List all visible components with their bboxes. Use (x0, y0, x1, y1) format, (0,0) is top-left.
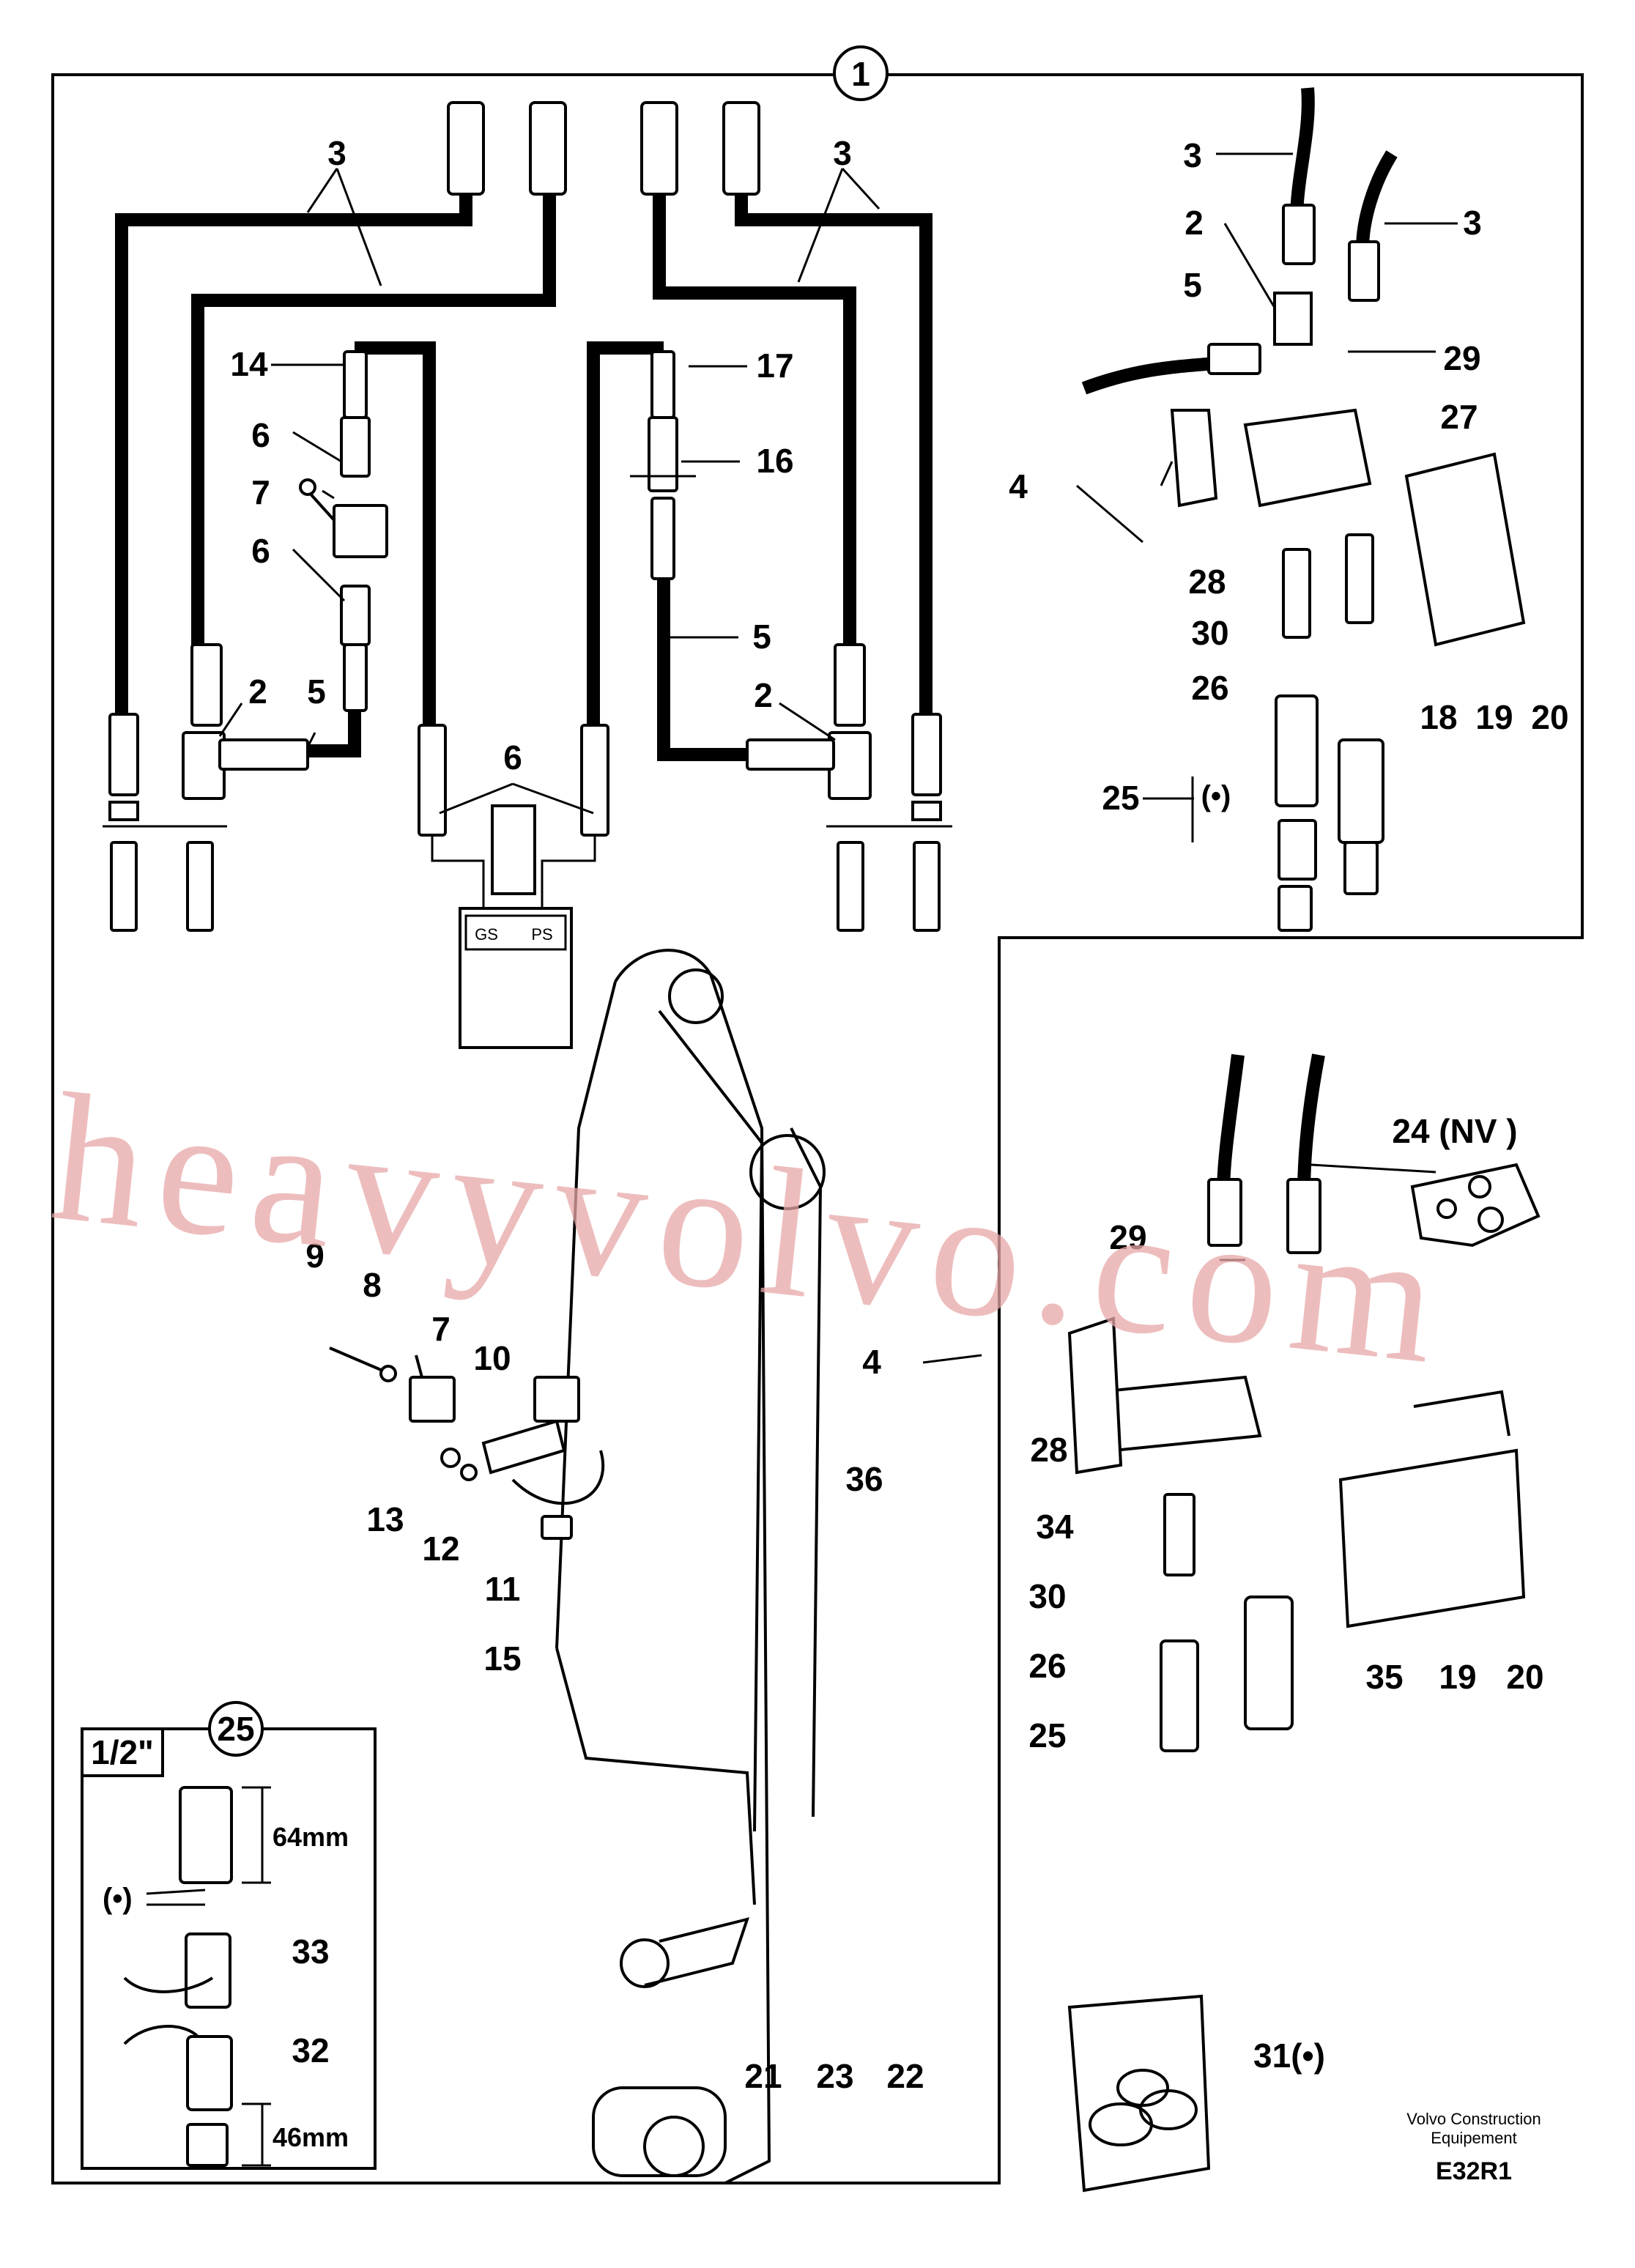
inset-dim-bottom: 46mm (272, 2122, 349, 2152)
callout-30: 30 (1191, 614, 1228, 652)
callout-16: 16 (756, 442, 793, 480)
callout-17: 17 (756, 346, 793, 385)
callout-11: 11 (485, 1570, 521, 1608)
callout-18: 18 (1420, 698, 1457, 736)
callout-6: 6 (251, 416, 270, 454)
callout-14: 14 (230, 345, 268, 383)
inset-dot-label: (•) (103, 1883, 133, 1915)
coupler-size-inset: 1/2" 25 64mm (•) 46mm (81, 1701, 377, 2170)
credit-line-1: Volvo Construction (1406, 2110, 1541, 2128)
callout-2: 2 (1184, 204, 1204, 242)
callout-9: 9 (305, 1237, 325, 1275)
callout-35: 35 (1365, 1658, 1403, 1696)
callout-15: 15 (483, 1639, 521, 1678)
callout-10: 10 (473, 1339, 511, 1377)
gs-port-label: GS (475, 925, 498, 944)
callout-28: 28 (1188, 563, 1226, 601)
central-valve-block: GS PS (418, 724, 609, 1049)
callout-29: 29 (1109, 1218, 1146, 1256)
callout-19: 19 (1475, 698, 1513, 736)
callout-19: 19 (1439, 1658, 1476, 1696)
callout-33: 33 (292, 1932, 329, 1971)
upper-right-coupler-mount (1081, 87, 1526, 932)
callout-25: 25 (1028, 1716, 1066, 1754)
shut-off-valve (333, 504, 388, 558)
callout-26: 26 (1191, 669, 1228, 707)
watermark-text: heavyvolvo.com (44, 1056, 1458, 1404)
callout-2: 2 (754, 676, 773, 714)
main-reference-circle: 1 (833, 45, 889, 101)
lower-right-coupler-mount (1067, 1053, 1541, 1752)
callout-5: 5 (307, 672, 326, 711)
left-hose-assembly (103, 101, 567, 932)
callout-21: 21 (744, 2057, 782, 2095)
seal-kit-bag (1067, 1994, 1211, 2193)
callout-8: 8 (363, 1266, 382, 1304)
callout-24: 24 (NV ) (1392, 1112, 1517, 1150)
callout-23: 23 (816, 2057, 853, 2095)
publisher-credit: Volvo Construction Equipement E32R1 (1406, 2110, 1541, 2185)
callout-dot: (•) (1201, 780, 1231, 812)
callout-27: 27 (1440, 398, 1478, 436)
callout-22: 22 (886, 2057, 924, 2095)
callout-6: 6 (503, 738, 522, 777)
callout-28: 28 (1030, 1431, 1067, 1469)
callout-31: 31(•) (1253, 2037, 1325, 2075)
inset-ref-circle (208, 1701, 264, 1757)
excavator-arm (555, 949, 826, 2184)
ps-port-label: PS (531, 925, 552, 944)
diagram-frame (51, 73, 1584, 2184)
callout-5: 5 (1183, 266, 1202, 304)
callout-26: 26 (1028, 1647, 1066, 1685)
right-hose-assembly (587, 101, 952, 932)
credit-line-2: Equipement (1431, 2129, 1516, 2147)
callout-7: 7 (431, 1310, 451, 1348)
callout-30: 30 (1028, 1577, 1066, 1615)
callout-7: 7 (251, 473, 270, 511)
callouts: 3 3 3 3 2 5 29 27 4 28 30 26 25 (•) 18 1… (230, 134, 1568, 2095)
main-reference-number: 1 (851, 55, 870, 93)
callout-3: 3 (1183, 136, 1202, 174)
callout-3: 3 (833, 134, 852, 172)
callout-5: 5 (752, 618, 771, 656)
callout-4: 4 (862, 1343, 881, 1381)
drawing-code: E32R1 (1436, 2157, 1512, 2185)
leader-lines (218, 152, 1458, 1364)
callout-36: 36 (845, 1460, 883, 1498)
callout-29: 29 (1443, 339, 1480, 377)
callout-6: 6 (251, 532, 270, 570)
inset-ref-number: 25 (217, 1710, 254, 1748)
inset-dim-top: 64mm (272, 1822, 349, 1852)
callout-20: 20 (1531, 698, 1568, 736)
callout-3: 3 (1463, 204, 1482, 242)
callout-3: 3 (327, 134, 346, 172)
callout-4: 4 (1009, 467, 1028, 505)
bracket-and-valve-detail (329, 1346, 605, 1540)
callout-34: 34 (1036, 1508, 1074, 1546)
callout-12: 12 (422, 1530, 459, 1568)
callout-13: 13 (366, 1500, 404, 1538)
callout-32: 32 (292, 2031, 329, 2069)
inset-size-label: 1/2" (91, 1733, 154, 1771)
callout-20: 20 (1506, 1658, 1543, 1696)
callout-2: 2 (248, 672, 267, 711)
callout-25: 25 (1102, 779, 1139, 817)
